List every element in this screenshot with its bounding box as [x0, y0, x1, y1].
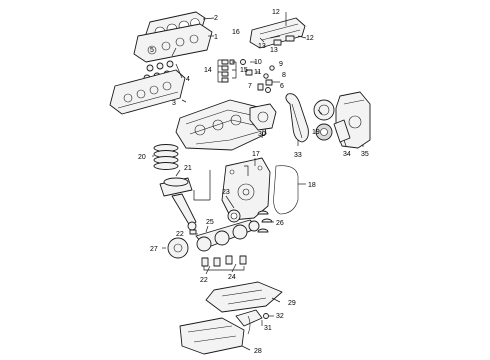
water-pump [249, 103, 277, 131]
callout-34: 34 [343, 151, 351, 158]
front-cover-gasket [273, 165, 299, 215]
valve-cover [109, 69, 186, 115]
callout-22-upper: 22 [176, 231, 184, 238]
piston-rings [153, 144, 179, 170]
callout-27: 27 [150, 246, 158, 253]
callout-3: 3 [172, 100, 176, 107]
cam-sprocket [313, 99, 335, 141]
bearing-cap-bolts [189, 229, 247, 267]
callout-28: 28 [254, 348, 262, 355]
bearing-set [257, 210, 273, 233]
oil-pickup-tube [235, 309, 269, 335]
front-seal [227, 209, 241, 223]
callout-29: 29 [288, 300, 296, 307]
harmonic-balancer [167, 237, 189, 259]
callout-19: 19 [312, 129, 320, 136]
callout-24: 24 [228, 274, 236, 281]
cylinder-head [133, 23, 213, 63]
crankshaft [195, 219, 260, 252]
callout-26: 26 [276, 220, 284, 227]
lifter-bolts [221, 59, 235, 83]
callout-30: 30 [258, 131, 266, 138]
callout-8: 8 [282, 72, 286, 79]
windage-tray [205, 281, 283, 313]
callout-6: 6 [280, 83, 284, 90]
intake-manifold [249, 17, 306, 49]
callout-35: 35 [361, 151, 369, 158]
callout-14: 14 [204, 67, 212, 74]
callout-brackets [193, 59, 249, 271]
callout-16: 16 [232, 29, 240, 36]
timing-chain [285, 93, 309, 143]
callout-33: 33 [294, 152, 302, 159]
engine-block [175, 99, 267, 151]
callout-23: 23 [222, 189, 230, 196]
callout-labels: 2 1 5 4 3 12 16 13 13 12 10 9 11 8 7 6 1… [138, 9, 369, 355]
callout-15: 15 [240, 67, 248, 74]
callout-10: 10 [254, 59, 262, 66]
small-sensor-parts [240, 59, 275, 93]
callout-21: 21 [184, 165, 192, 172]
callout-12-right: 12 [306, 35, 314, 42]
callout-22-lower: 22 [200, 277, 208, 284]
callout-7: 7 [248, 83, 252, 90]
callout-13-right: 13 [270, 47, 278, 54]
oil-pan [179, 317, 245, 355]
callout-31: 31 [264, 325, 272, 332]
callout-32: 32 [276, 313, 284, 320]
callout-12-top: 12 [272, 9, 280, 16]
callout-1: 1 [214, 34, 218, 41]
callout-4: 4 [186, 76, 190, 83]
callout-11: 11 [254, 69, 261, 76]
callout-20: 20 [138, 154, 146, 161]
timing-cover [333, 91, 371, 149]
callout-25: 25 [206, 219, 214, 226]
leader-lines [152, 12, 364, 351]
callout-9: 9 [279, 61, 283, 68]
callout-13-left: 13 [258, 43, 266, 50]
callout-5: 5 [150, 47, 154, 54]
callout-18: 18 [308, 182, 316, 189]
callout-2: 2 [214, 15, 218, 22]
piston-rod-assembly [159, 177, 197, 231]
callout-17: 17 [252, 151, 260, 158]
